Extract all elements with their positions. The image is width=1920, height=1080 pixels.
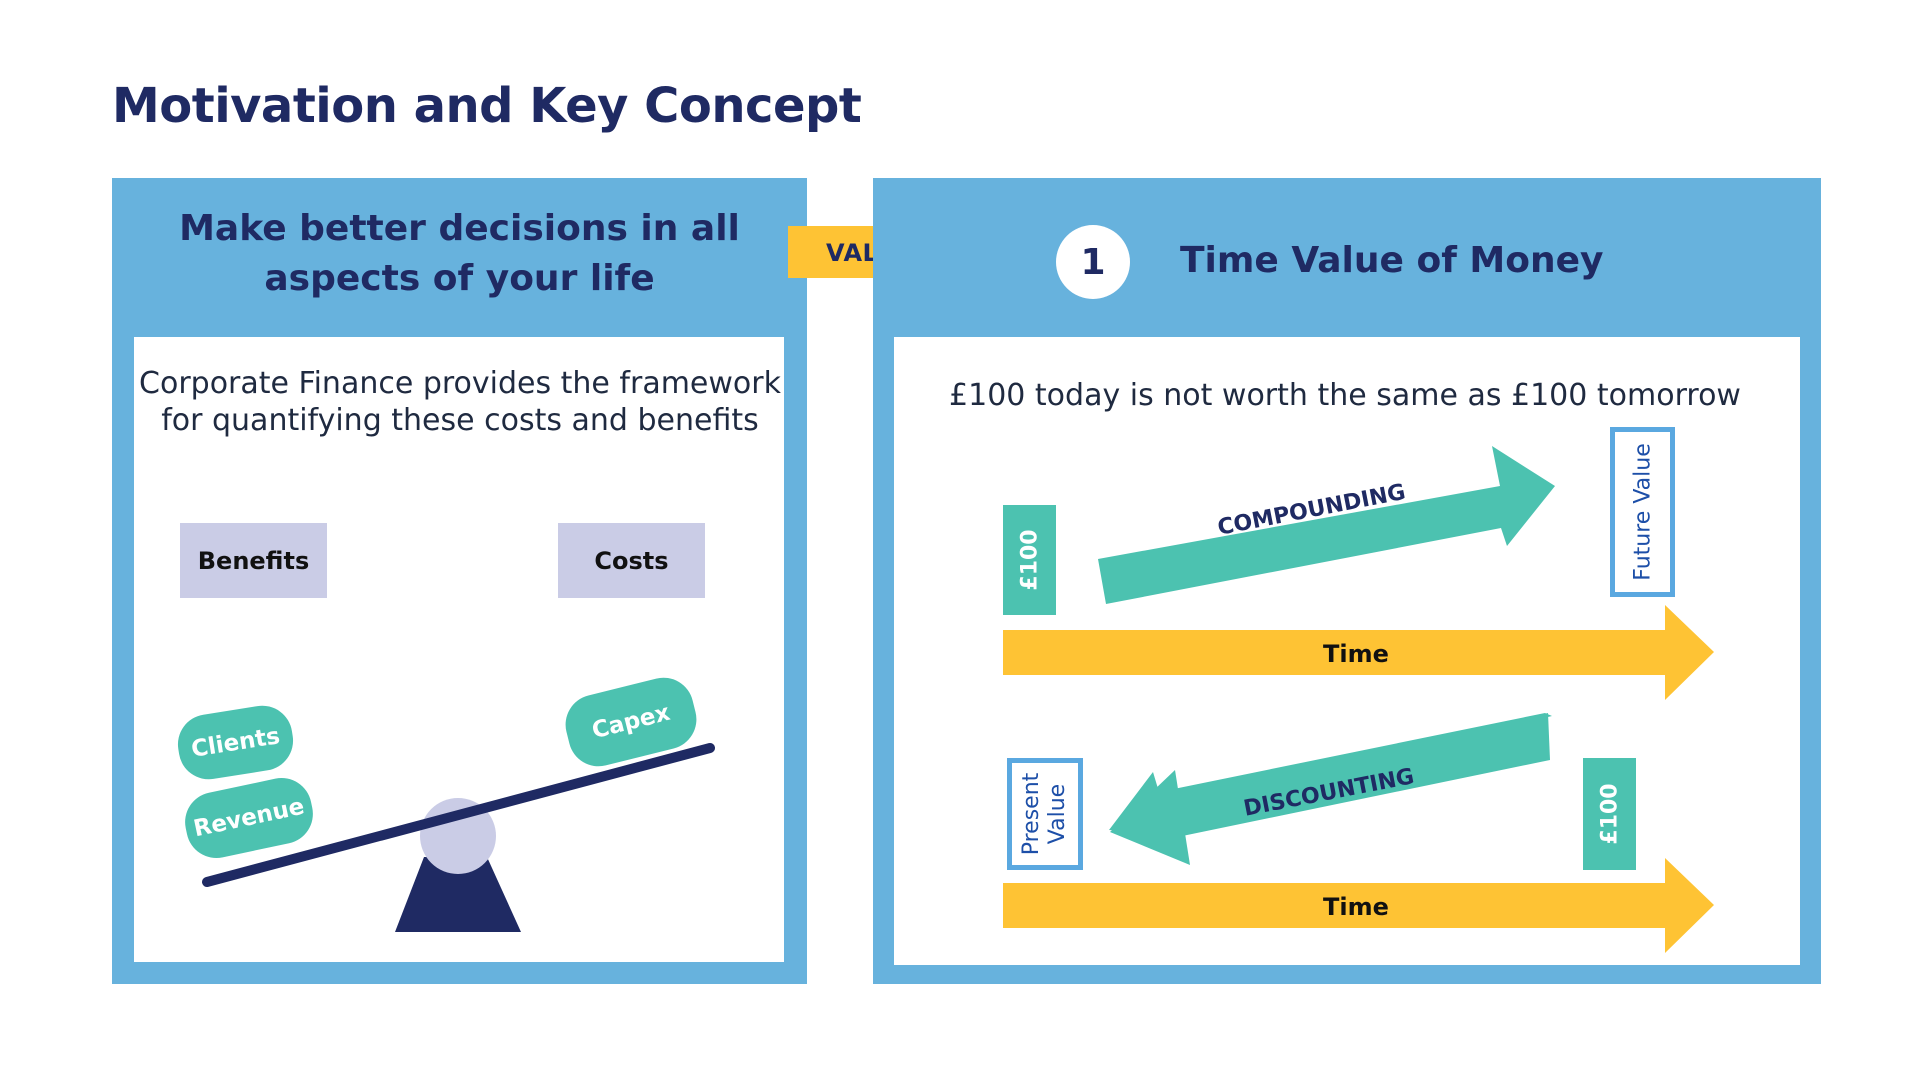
time-value-statement: £100 today is not worth the same as £100… — [949, 378, 1741, 413]
page-title: Motivation and Key Concept — [112, 78, 862, 134]
present-amount-block: £100 — [1003, 505, 1056, 615]
left-panel-text: Corporate Finance provides the framework… — [139, 366, 781, 438]
step-number-badge: 1 — [1056, 225, 1130, 299]
future-value-box: Future Value — [1610, 427, 1675, 597]
benefits-label: Benefits — [180, 523, 327, 598]
seesaw-base — [395, 857, 521, 932]
future-amount-label: £100 — [1597, 783, 1622, 845]
compounding-arrow — [1098, 446, 1555, 604]
time-label-top: Time — [1323, 640, 1389, 668]
costs-label: Costs — [558, 523, 705, 598]
seesaw-beam — [202, 743, 715, 887]
right-panel-heading: Time Value of Money — [1180, 240, 1604, 281]
future-value-label: Future Value — [1630, 443, 1655, 581]
present-value-box: Present Value — [1007, 758, 1083, 870]
time-label-bottom: Time — [1323, 893, 1389, 921]
time-arrow-bottom — [1003, 858, 1714, 953]
time-arrow-top — [1003, 605, 1714, 700]
present-amount-label: £100 — [1017, 529, 1042, 591]
left-panel-heading: Make better decisions in all aspects of … — [179, 208, 740, 299]
present-value-label: Present Value — [1019, 772, 1070, 856]
future-amount-block: £100 — [1583, 758, 1636, 870]
